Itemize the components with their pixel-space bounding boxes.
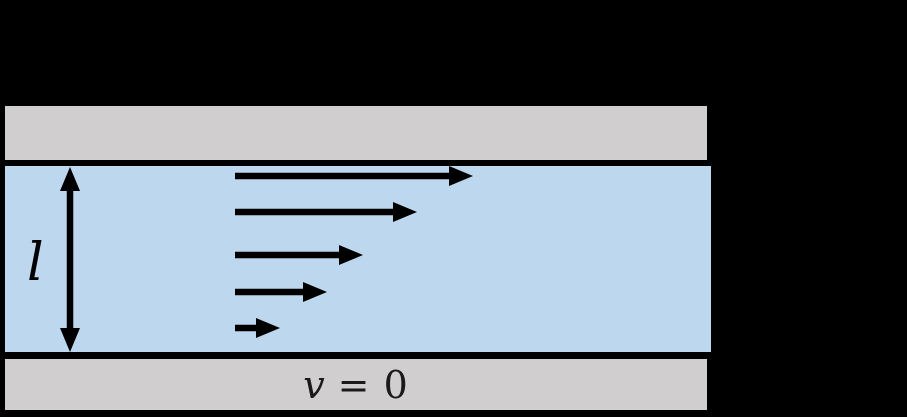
fluid-layer [5, 166, 711, 352]
bottom-plate-velocity-label: v= 0 [303, 366, 409, 404]
gap-height-label: l [27, 233, 44, 293]
top-plate [5, 106, 707, 160]
bottom-plate: v= 0 [5, 359, 707, 410]
velocity-value: = 0 [337, 362, 409, 407]
velocity-variable: v [303, 362, 326, 407]
